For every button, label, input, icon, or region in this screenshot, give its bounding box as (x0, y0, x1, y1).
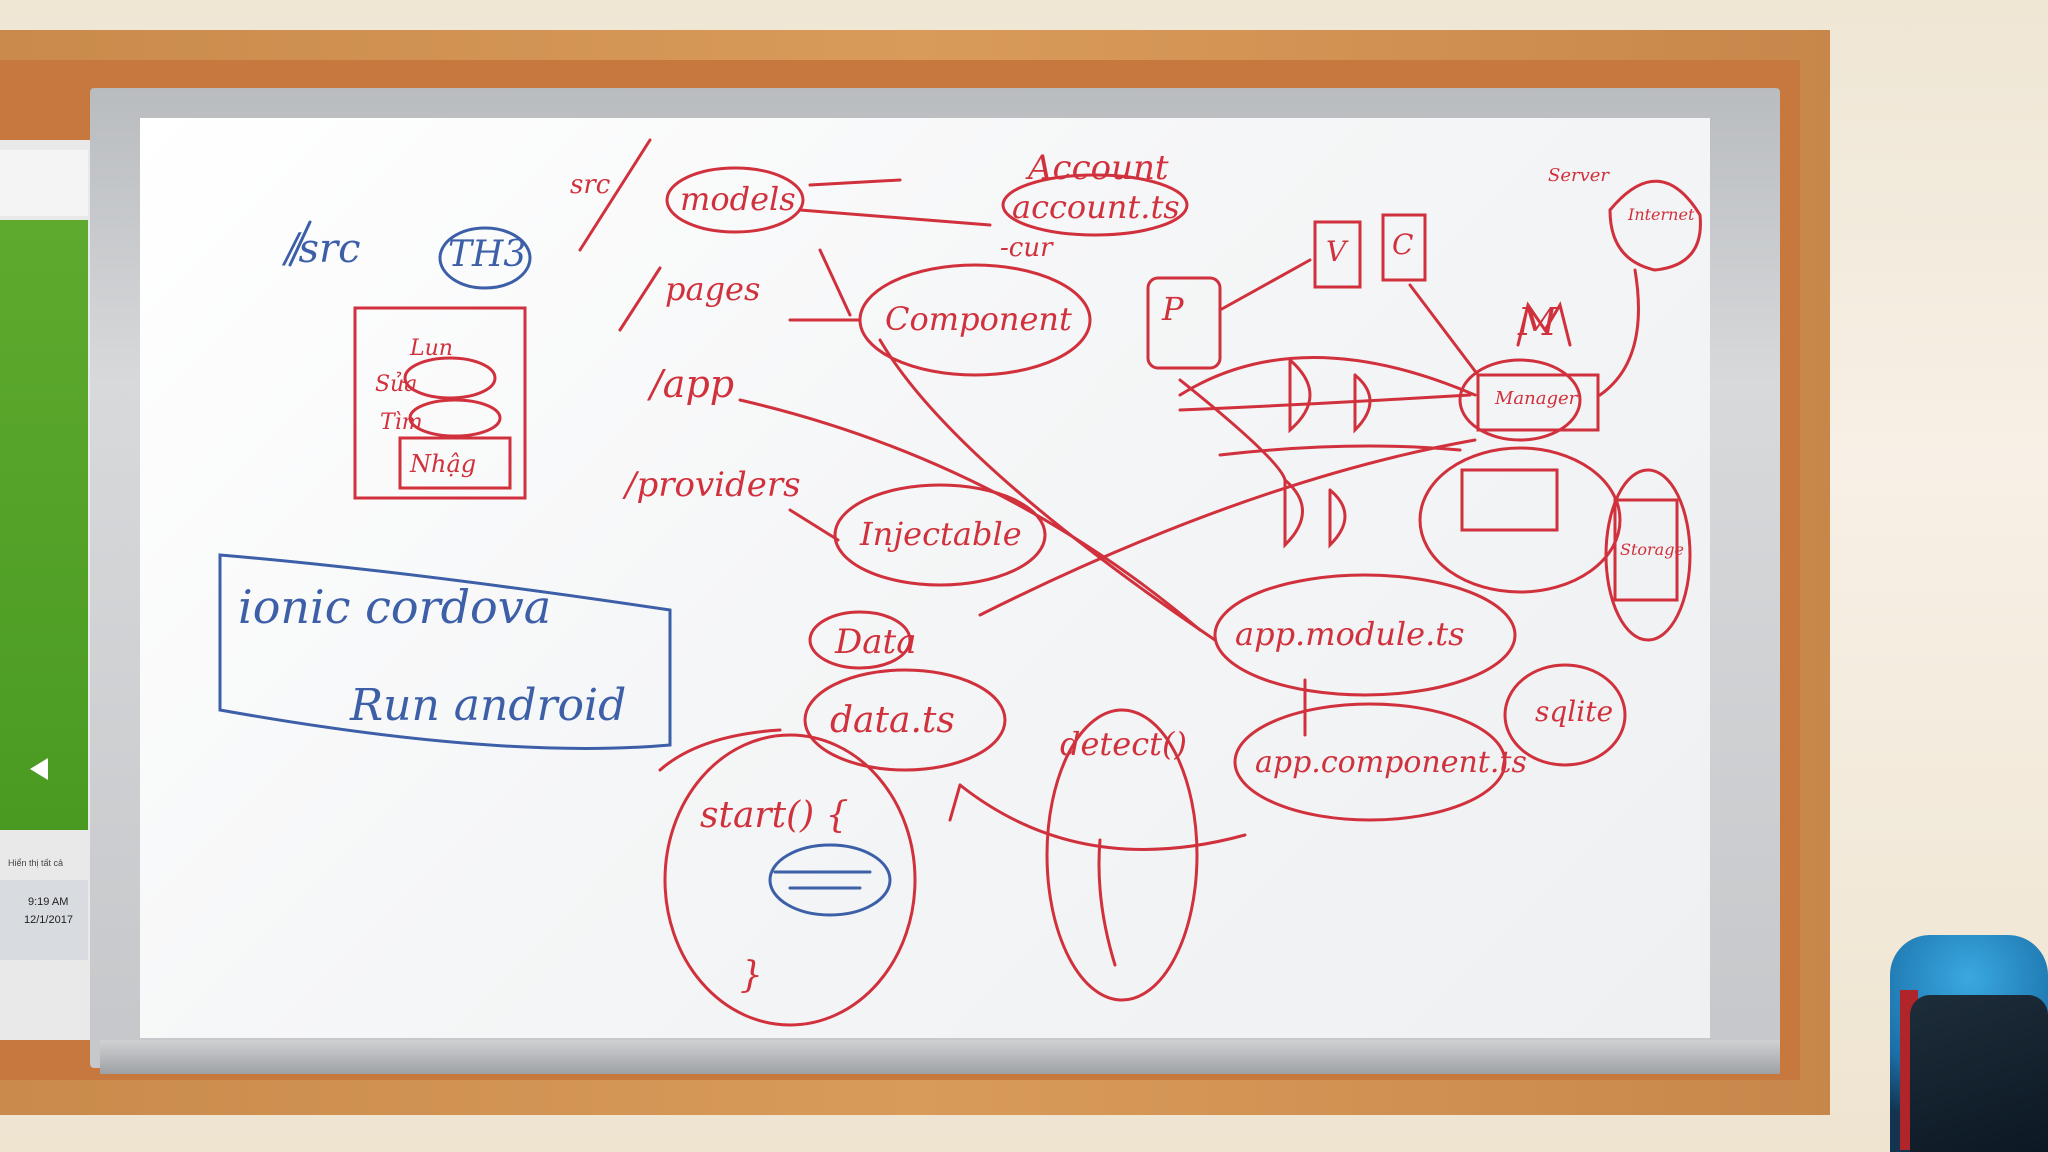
monitor-titlebar (0, 150, 88, 216)
start-function: start() { (700, 795, 849, 836)
sqlite-label: sqlite (1535, 695, 1614, 728)
app-label: /app (650, 362, 735, 406)
list-item-2: Sửa (375, 372, 418, 397)
th3-label: TH3 (448, 234, 527, 275)
account-title: Account (1028, 148, 1169, 188)
providers-label: /providers (625, 465, 801, 505)
detect-function: detect() (1060, 725, 1187, 763)
list-item-4: Nhậg (410, 450, 477, 478)
manager-label: Manager (1495, 388, 1578, 409)
p-box-label: P (1162, 290, 1184, 328)
monitor-screen (0, 220, 88, 830)
models-label: models (680, 180, 796, 218)
data-ts-label: data.ts (830, 700, 955, 741)
taskbar-hint: Hiển thị tất cả (8, 858, 64, 868)
app-module-label: app.module.ts (1235, 615, 1465, 653)
internet-label: Internet (1628, 205, 1695, 224)
server-label: Server (1548, 165, 1610, 186)
pages-label: pages (665, 270, 761, 308)
ionic-cordova-text: ionic cordova (238, 580, 552, 634)
src-small-label: src (570, 170, 611, 200)
account-sub-label: -cur (1000, 233, 1053, 263)
injectable-label: Injectable (860, 515, 1022, 553)
account-ts-label: account.ts (1012, 188, 1180, 226)
list-item-1: Lun (410, 336, 453, 361)
c-box-label: C (1392, 228, 1414, 261)
prev-arrow-icon[interactable] (30, 758, 48, 780)
component-label: Component (885, 300, 1072, 338)
list-item-3: Tìm (380, 410, 423, 435)
taskbar-date: 12/1/2017 (24, 914, 73, 926)
m-label: M (1518, 300, 1557, 344)
data-title: Data (835, 622, 917, 662)
backpack (1910, 995, 2048, 1152)
taskbar (0, 880, 88, 960)
src-label: /src (285, 226, 361, 272)
run-android-text: Run android (350, 680, 627, 731)
taskbar-time: 9:19 AM (28, 896, 69, 908)
marker-tray (100, 1040, 1780, 1074)
v-box-label: V (1326, 235, 1347, 268)
start-close-brace: } (740, 955, 763, 996)
app-component-label: app.component.ts (1255, 745, 1527, 780)
storage-label: Storage (1620, 540, 1684, 559)
